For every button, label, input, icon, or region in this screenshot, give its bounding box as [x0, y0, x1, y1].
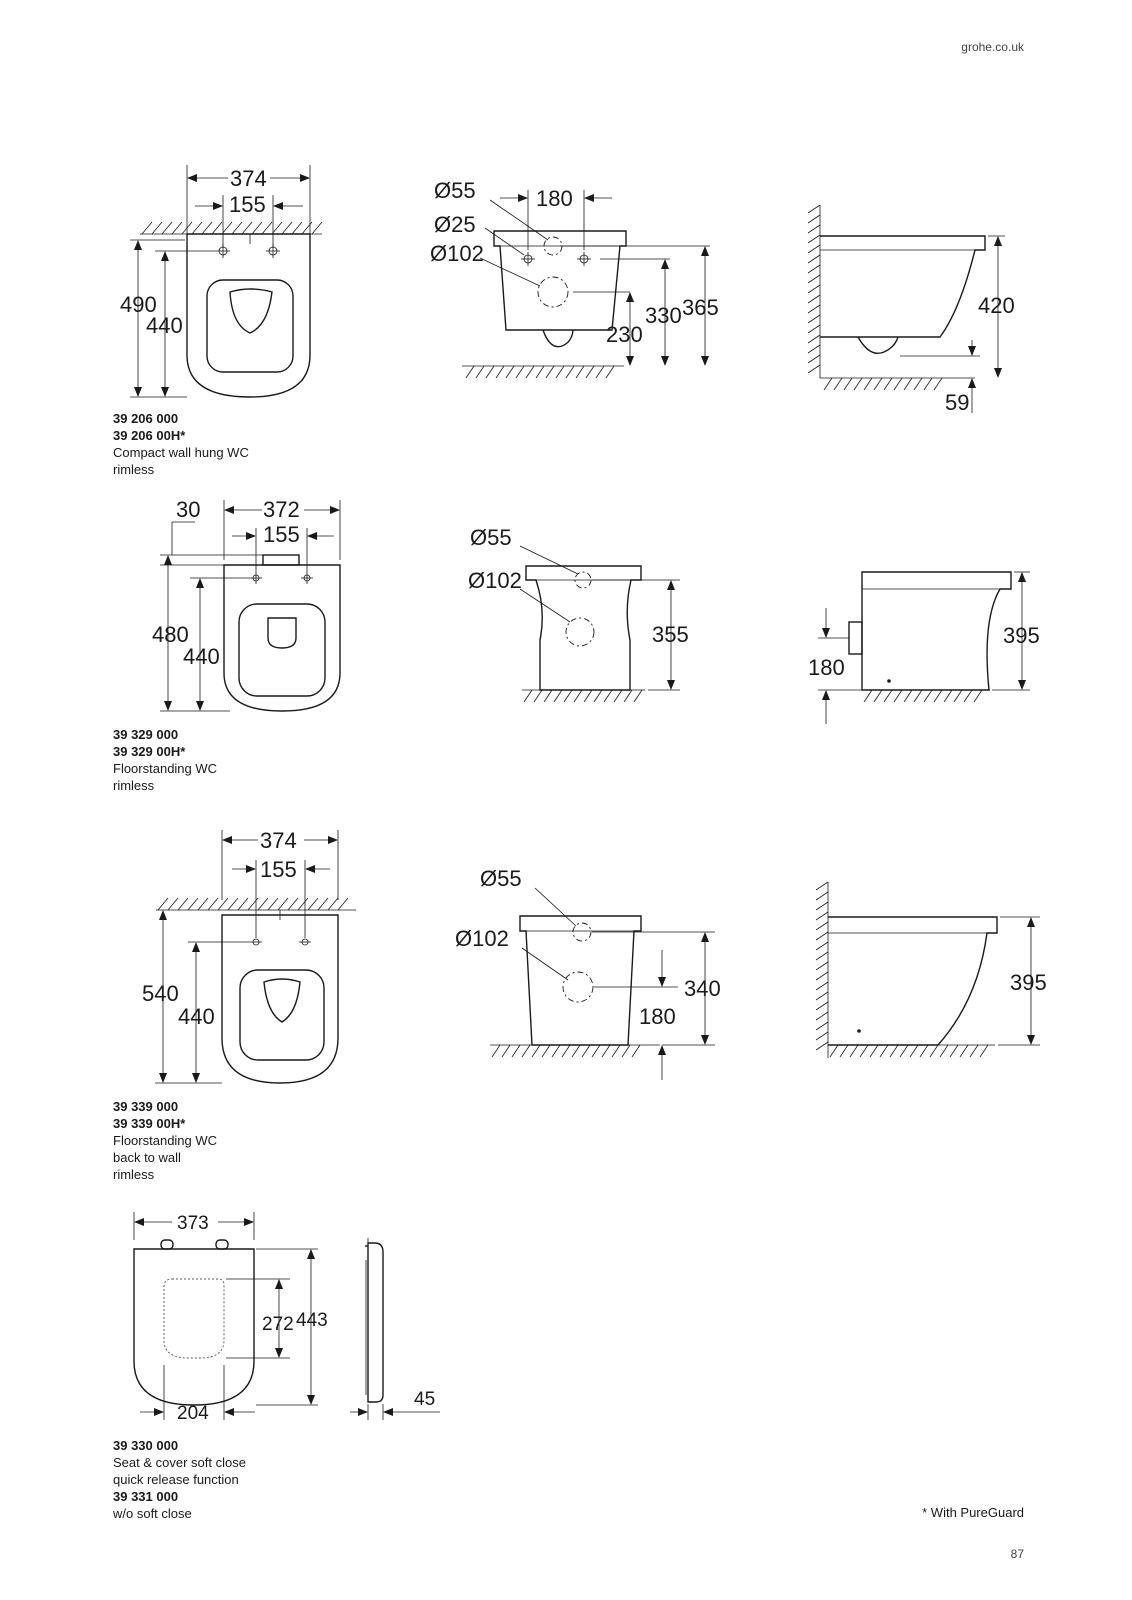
product-desc: w/o soft close	[113, 1506, 192, 1521]
dim-d55: Ø55	[434, 178, 476, 203]
side-view-3: 395	[815, 881, 1047, 1058]
dim-d102-3: Ø102	[455, 926, 509, 951]
product-code: 39 331 000	[113, 1489, 179, 1504]
product-code: 39 206 00H*	[113, 428, 186, 443]
product-desc: rimless	[113, 462, 155, 477]
seat-plan-view: 373 204 272 443	[133, 1212, 328, 1424]
site-url: grohe.co.uk	[961, 40, 1024, 54]
product-desc: Compact wall hung WC	[113, 445, 249, 460]
dim-395-3: 395	[1010, 970, 1047, 995]
dim-45: 45	[414, 1389, 435, 1410]
dim-155-2: 155	[263, 522, 300, 547]
dim-355: 355	[652, 622, 689, 647]
dim-d102-2: Ø102	[468, 568, 522, 593]
product-desc: quick release function	[113, 1472, 239, 1487]
dim-180-2: 180	[808, 655, 845, 680]
product-desc: rimless	[113, 778, 155, 793]
dim-holes: 155	[229, 192, 266, 217]
dim-480: 480	[152, 622, 189, 647]
product-desc: rimless	[113, 1167, 155, 1182]
dim-d55-3: Ø55	[480, 866, 522, 891]
dim-30: 30	[176, 497, 200, 522]
footnote: * With PureGuard	[922, 1505, 1024, 1520]
dim-59: 59	[945, 390, 969, 415]
dim-373: 373	[177, 1213, 209, 1234]
plan-view-1: 374 155 490 440	[120, 165, 323, 398]
caption-product-2: 39 329 000 39 329 00H* Floorstanding WC …	[113, 726, 217, 794]
product-desc: Floorstanding WC	[113, 1133, 218, 1148]
dim-depth-bowl: 440	[146, 313, 183, 338]
side-view-1: 420 59	[807, 204, 1015, 415]
dim-272: 272	[262, 1314, 294, 1335]
front-view-2: Ø55 Ø102 355	[468, 525, 689, 703]
product-code: 39 339 000	[113, 1099, 179, 1114]
product-code: 39 329 00H*	[113, 744, 186, 759]
dim-d25: Ø25	[434, 212, 476, 237]
dim-372: 372	[263, 497, 300, 522]
dim-180-3: 180	[639, 1004, 676, 1029]
dim-330: 330	[645, 303, 682, 328]
product-code: 39 339 00H*	[113, 1116, 186, 1131]
dim-d102: Ø102	[430, 241, 484, 266]
plan-view-3: 374 155 540 440	[142, 828, 356, 1084]
dim-420: 420	[978, 293, 1015, 318]
caption-product-4: 39 330 000 Seat & cover soft close quick…	[113, 1437, 246, 1522]
front-view-1: Ø55 Ø25 Ø102 180 230 330 365	[430, 178, 719, 379]
product-desc: Floorstanding WC	[113, 761, 218, 776]
product-code: 39 206 000	[113, 411, 179, 426]
dim-230: 230	[606, 322, 643, 347]
caption-product-1: 39 206 000 39 206 00H* Compact wall hung…	[113, 410, 249, 478]
side-view-2: 395 180	[808, 571, 1040, 724]
dim-d55-2: Ø55	[470, 525, 512, 550]
dim-spacing: 180	[536, 186, 573, 211]
product-code: 39 330 000	[113, 1438, 179, 1453]
dim-width: 374	[230, 166, 267, 191]
dim-340: 340	[684, 976, 721, 1001]
dim-540: 540	[142, 981, 179, 1006]
dim-440-2: 440	[183, 644, 220, 669]
product-code: 39 329 000	[113, 727, 179, 742]
dim-395: 395	[1003, 623, 1040, 648]
front-view-3: Ø55 Ø102 340 180	[455, 866, 721, 1080]
dim-depth-total: 490	[120, 292, 157, 317]
dim-374-3: 374	[260, 828, 297, 853]
caption-product-3: 39 339 000 39 339 00H* Floorstanding WC …	[113, 1098, 217, 1183]
product-desc: back to wall	[113, 1150, 181, 1165]
page-number: 87	[1010, 1547, 1024, 1561]
dim-155-3: 155	[260, 857, 297, 882]
seat-side-view: 45	[350, 1238, 440, 1420]
product-desc: Seat & cover soft close	[113, 1455, 246, 1470]
dim-365: 365	[682, 295, 719, 320]
dim-204: 204	[177, 1403, 209, 1424]
dim-440-3: 440	[178, 1004, 215, 1029]
plan-view-2: 372 155 30 480 440	[152, 497, 341, 712]
dim-443: 443	[296, 1310, 328, 1331]
